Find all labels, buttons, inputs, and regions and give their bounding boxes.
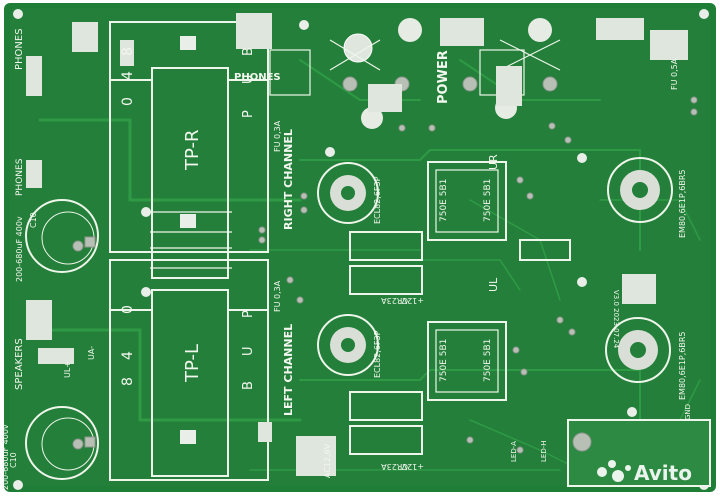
label-bup-bottom-u: U xyxy=(241,346,256,356)
tube-socket-right-input xyxy=(317,162,379,224)
label-power: POWER xyxy=(436,50,451,104)
label-fuse-right: FU 0,3A xyxy=(273,120,282,152)
label-pos-4-top: 4 xyxy=(120,71,136,80)
label-xfmr-right-2: 750E 5B1 xyxy=(483,179,493,222)
label-led-h: LED-H xyxy=(540,440,548,462)
interstage-transformer-right xyxy=(427,161,507,241)
label-bup-bottom-p: P xyxy=(241,310,256,318)
label-led-a: LED-A xyxy=(510,441,518,462)
output-transformer-left xyxy=(109,259,269,481)
power-section xyxy=(269,18,561,129)
tube-socket-left-output xyxy=(605,317,671,383)
label-version: V3.0 2023.07.24 xyxy=(612,290,620,349)
film-capacitors xyxy=(349,231,571,455)
label-pos-0-bottom: 0 xyxy=(120,305,136,314)
label-bup-top-p: P xyxy=(241,110,256,118)
label-bup-top-u: U xyxy=(241,74,256,84)
label-tube-left-out: EM80,6E1P,6BR5 xyxy=(678,331,687,400)
label-cap-bottom: C10 xyxy=(9,452,18,468)
label-right-channel: RIGHT CHANNEL xyxy=(282,129,295,230)
label-ul: UL xyxy=(487,277,500,292)
label-phones-top: PHONES xyxy=(14,28,25,70)
label-xfmr-right: 750E 5B1 xyxy=(439,179,449,222)
label-pos-8-bottom: 8 xyxy=(120,377,136,386)
label-spk-ua: UA- xyxy=(87,346,96,360)
label-cr23a-bottom: CR23A xyxy=(381,462,408,471)
tube-socket-right-output xyxy=(607,157,673,223)
capacitor-bottom xyxy=(25,406,99,480)
label-tube-left-in: ECL82,6F3P xyxy=(373,330,382,378)
label-tp-l: TP-L xyxy=(182,344,203,383)
component-pads xyxy=(258,96,698,454)
output-transformer-right xyxy=(109,21,269,279)
label-xfmr-left-2: 750E 5B1 xyxy=(483,339,493,382)
label-pos-0-top: 0 xyxy=(120,97,136,106)
connectors xyxy=(26,13,711,487)
label-tp-r: TP-R xyxy=(182,130,203,171)
label-pos-8-top: 8 xyxy=(120,47,136,56)
label-cap-bottom-value: 200-680uF 400v xyxy=(1,424,10,490)
capacitor-top xyxy=(25,199,99,273)
label-speakers: SPEAKERS xyxy=(14,338,25,390)
avito-watermark: Avito xyxy=(597,460,692,485)
label-bup-bottom-b: B xyxy=(241,381,256,390)
label-plus12v-bottom: +12V xyxy=(401,462,424,471)
label-bup-top-b: B xyxy=(241,47,256,56)
label-fuse-main: FU 0,5A xyxy=(670,58,679,90)
tube-socket-left-input xyxy=(317,314,379,376)
label-cr23a-top: CR23A xyxy=(381,296,408,305)
label-ur: UR xyxy=(487,154,500,170)
label-tube-right-out: EM80,6E1P,6BR5 xyxy=(678,169,687,238)
label-ac-voltage: AC12,6V xyxy=(323,443,332,478)
label-cap-top-value: 200-680uF 400v xyxy=(15,216,24,282)
pcb-inner-plane xyxy=(10,8,710,486)
label-cap-top: C10 xyxy=(29,212,38,228)
label-plus12v-top: +12V xyxy=(401,296,424,305)
silkscreen-labels: PHONES PHONES PHONES POWER TP-R TP-L RIG… xyxy=(1,28,692,490)
label-spk-ul: UL+ xyxy=(63,361,72,378)
label-tube-right-in: ECL82,6F3P xyxy=(373,176,382,224)
interstage-transformer-left xyxy=(427,321,507,401)
watermark-text: Avito xyxy=(634,461,692,485)
label-phones-center: PHONES xyxy=(234,72,281,83)
label-pos-4-bottom: 4 xyxy=(120,351,136,360)
label-gnd: GND xyxy=(684,404,692,420)
label-left-channel: LEFT CHANNEL xyxy=(282,324,295,416)
label-phones-mid: PHONES xyxy=(15,158,25,196)
label-fuse-left: FU 0,3A xyxy=(273,280,282,312)
label-xfmr-left: 750E 5B1 xyxy=(439,339,449,382)
